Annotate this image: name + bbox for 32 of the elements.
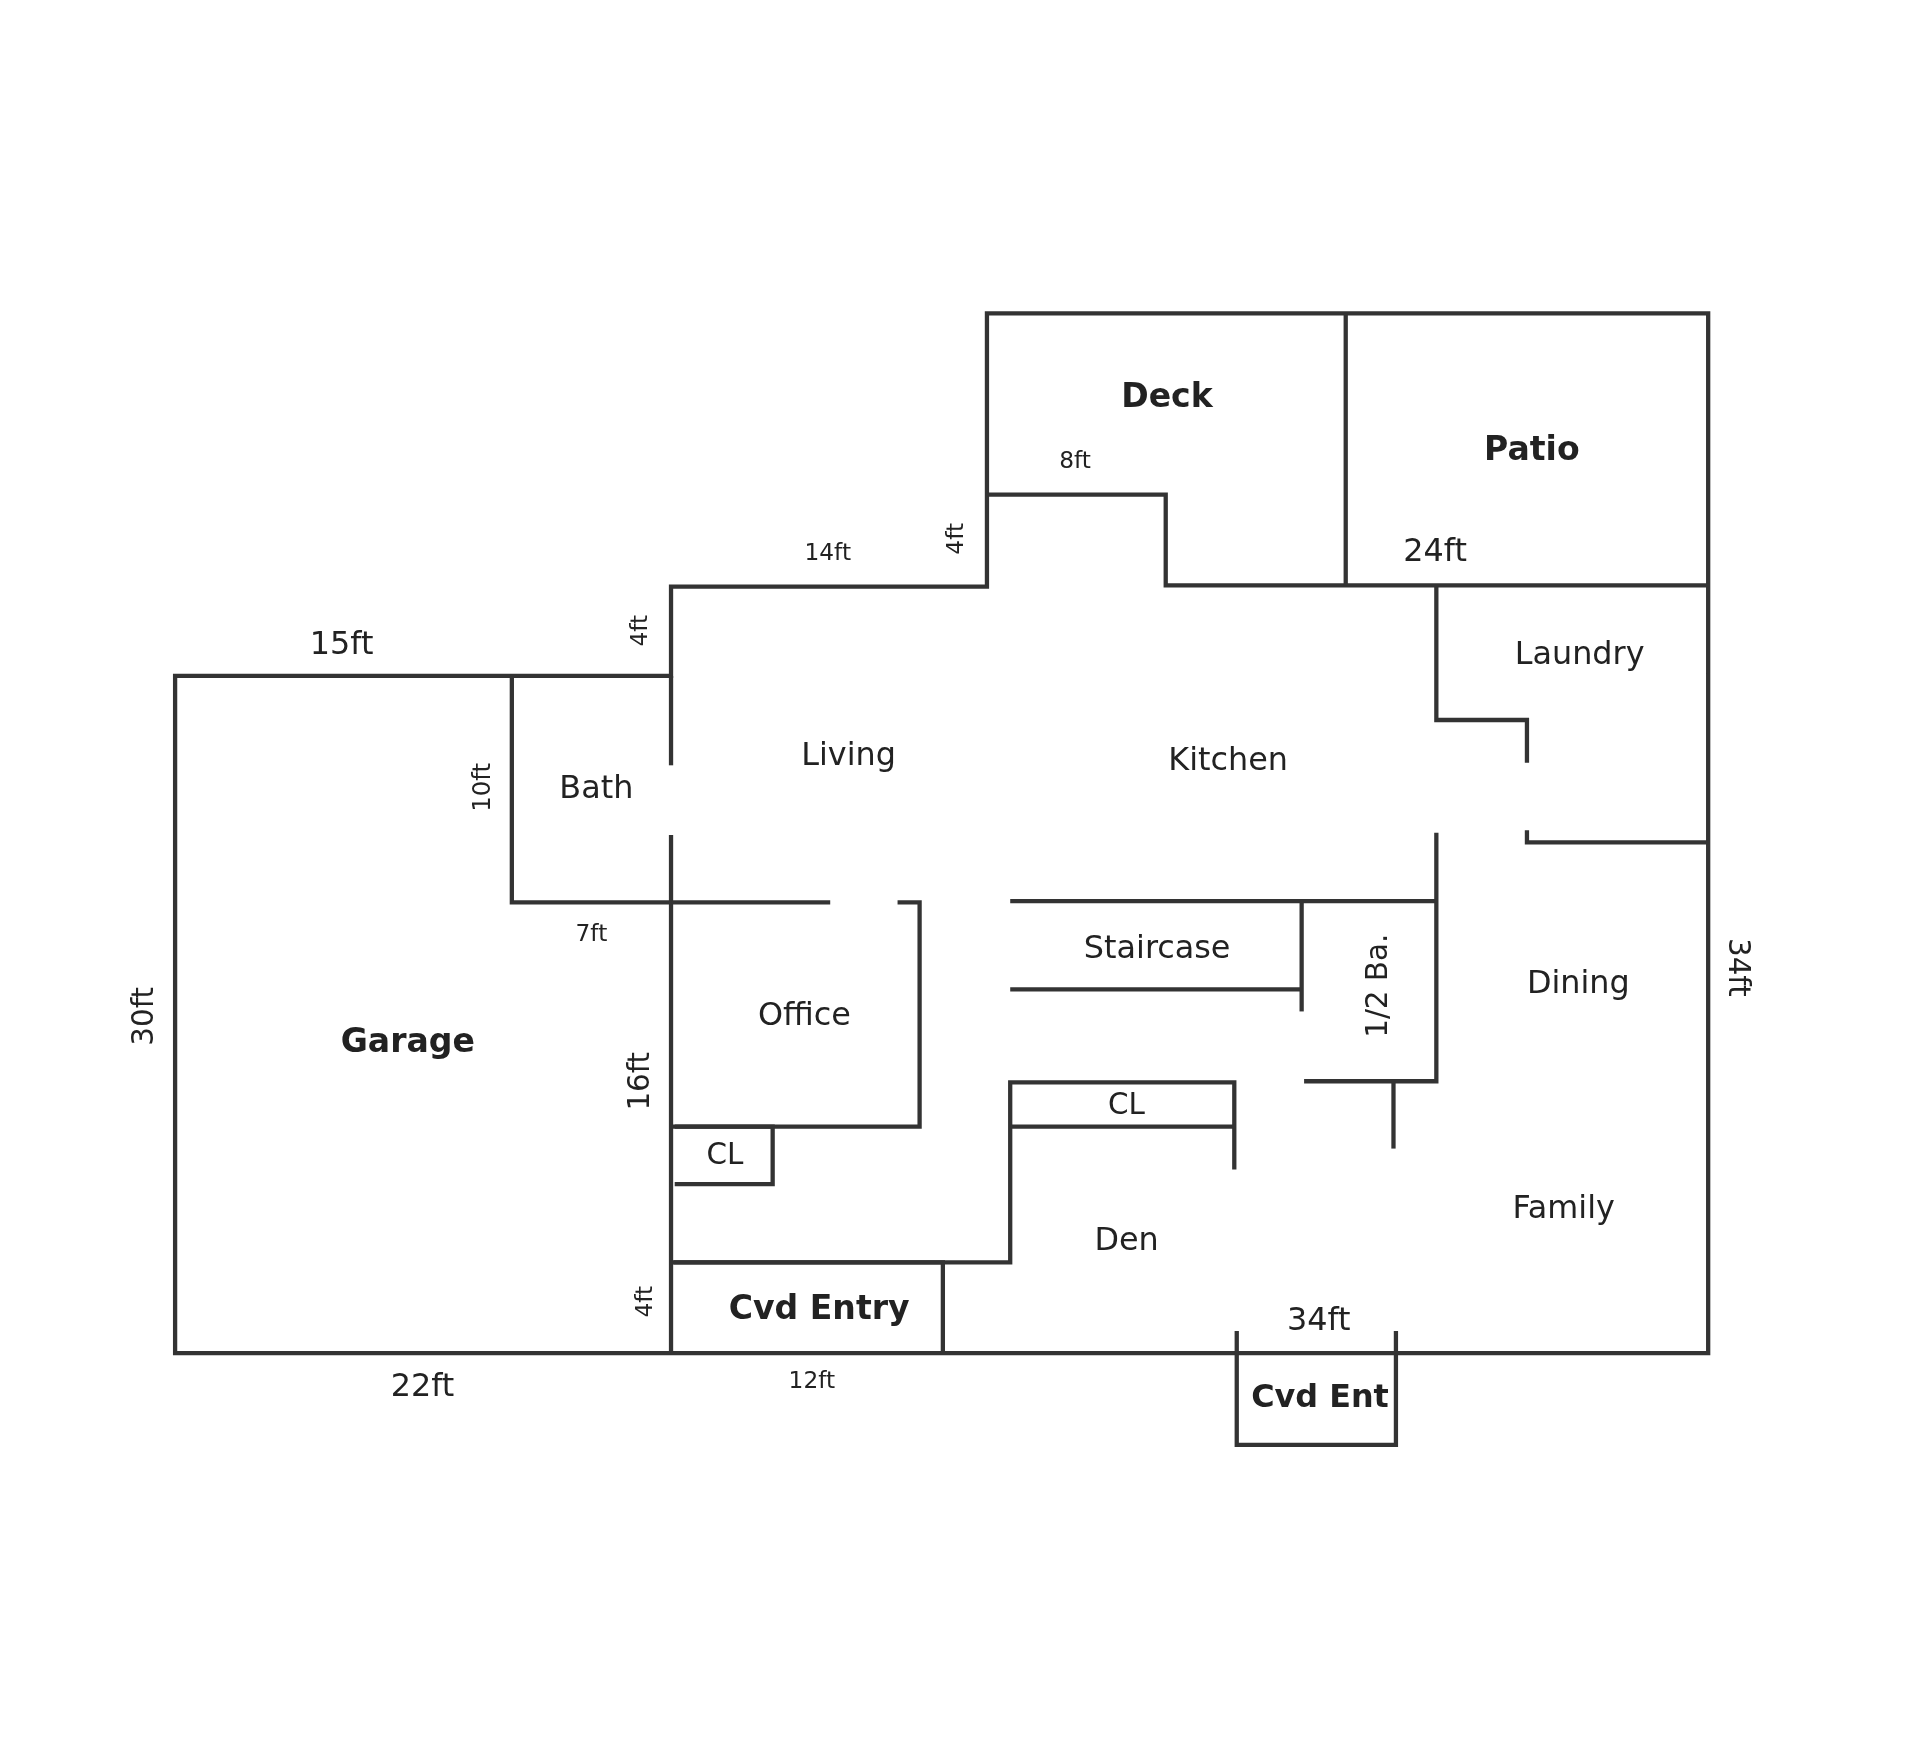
room-label: Office [758,997,851,1030]
room-label: 1/2 Ba. [1362,933,1393,1038]
dimension-label: 7ft [575,921,608,945]
room-label: Family [1512,1191,1615,1224]
room-label: Living [801,738,896,771]
room-label: Garage [340,1024,475,1058]
dimension-label: 14ft [804,540,851,564]
dimension-label: 16ft [624,1051,654,1111]
dimension-label: 4ft [627,614,651,647]
room-label: Patio [1484,431,1580,465]
dimension-label: 34ft [1286,1302,1351,1335]
room-label: Cvd Ent [1251,1380,1389,1412]
room-label: Laundry [1514,636,1645,669]
room-label: Deck [1121,379,1213,413]
dimension-label: 12ft [788,1368,836,1392]
room-label: Dining [1527,966,1630,998]
dimension-label: 4ft [943,522,967,555]
dimension-label: 34ft [1724,938,1754,997]
dimension-label: 4ft [632,1285,656,1318]
dimension-label: 10ft [469,762,494,812]
dimension-label: 15ft [309,626,374,659]
room-label: CL [706,1140,744,1170]
dimension-label: 24ft [1403,533,1467,566]
dimension-label: 30ft [128,986,158,1046]
dimension-label: 8ft [1059,448,1091,473]
room-label: Den [1094,1223,1159,1256]
room-label: CL [1108,1089,1145,1120]
room-label: Staircase [1083,930,1231,963]
room-label: Kitchen [1168,743,1288,776]
room-label: Bath [559,771,634,804]
dimension-label: 22ft [390,1369,455,1401]
room-label: Cvd Entry [728,1291,910,1325]
